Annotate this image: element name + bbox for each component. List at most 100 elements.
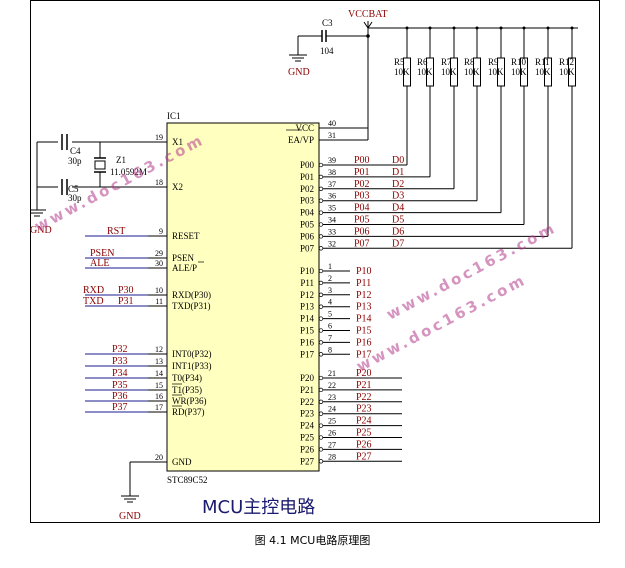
right-pin-number: 2 <box>328 274 332 283</box>
right-pin-number: 21 <box>328 369 336 378</box>
net-p31: P31 <box>118 296 134 307</box>
port1-net-label: P16 <box>356 337 372 348</box>
pin-dot <box>318 375 324 381</box>
pin-dot <box>318 246 324 251</box>
net-rst: RST <box>107 226 125 237</box>
pin-dot <box>318 304 324 309</box>
pin-dot <box>318 222 324 227</box>
pin-dot <box>318 198 324 203</box>
port0-net-label: P04 <box>354 203 370 214</box>
resistor-ref: R12 <box>559 57 574 67</box>
right-pin-name: P01 <box>300 172 314 182</box>
port1-net-label: P10 <box>356 266 372 277</box>
port2-net-label: P20 <box>356 368 372 379</box>
right-pin-number: 23 <box>328 393 336 402</box>
left-pin-name: RESET <box>172 231 200 241</box>
pin-dot <box>318 423 324 428</box>
port2-net-label: P21 <box>356 380 372 391</box>
net-p3x: P35 <box>112 380 128 391</box>
left-pin-name: X1 <box>172 137 183 147</box>
port1-net-label: P12 <box>356 290 372 301</box>
right-pin-number: 34 <box>328 216 336 225</box>
right-pin-name: P24 <box>300 421 315 431</box>
left-pin-name: WR(P36) <box>172 396 207 406</box>
pin-dot <box>318 234 324 239</box>
port0-data-label: D5 <box>392 215 404 226</box>
resistor-ref: R7 <box>441 57 452 67</box>
port0-data-label: D3 <box>392 191 404 202</box>
port1-net-label: P13 <box>356 302 372 313</box>
net-p3x: P34 <box>112 368 128 379</box>
port0-net-label: P07 <box>354 238 370 249</box>
net-ale: ALE <box>90 258 109 269</box>
resistor-value: 10K <box>394 67 410 77</box>
pin-dot <box>318 411 324 416</box>
net-rxd: RXD <box>83 285 104 296</box>
figure-caption: 图 4.1 MCU电路原理图 <box>254 534 371 547</box>
right-pin-name: EA/VP <box>288 135 314 145</box>
right-pin-number: 39 <box>328 156 336 165</box>
port1-net-label: P17 <box>356 349 372 360</box>
left-pin-number: 18 <box>155 178 163 187</box>
port2-net-label: P24 <box>356 416 372 427</box>
pin-dot <box>318 280 324 286</box>
pin-dot <box>318 292 324 297</box>
right-pin-name: P03 <box>300 196 315 206</box>
schematic-title: MCU主控电路 <box>202 497 315 518</box>
net-p3x: P37 <box>112 402 128 413</box>
port1-net-label: P14 <box>356 314 372 325</box>
resistor-value: 10K <box>441 67 457 77</box>
right-pin-number: 35 <box>328 204 336 213</box>
right-pin-name: P06 <box>300 231 315 241</box>
port0-net-label: P03 <box>354 191 370 202</box>
pin-dot <box>318 186 324 191</box>
left-pin-number: 17 <box>155 403 163 412</box>
pin-dot <box>318 174 324 180</box>
pin-dot <box>318 387 324 393</box>
right-pin-name: P17 <box>300 349 315 359</box>
vcc-label: VCCBAT <box>348 9 387 20</box>
port2-net-label: P23 <box>356 404 372 415</box>
rail-junction <box>522 26 526 30</box>
port0-net-label: P00 <box>354 155 370 166</box>
left-pin-number: 12 <box>155 345 163 354</box>
right-pin-number: 24 <box>328 405 336 414</box>
rail-junction <box>570 26 574 30</box>
right-pin-number: 8 <box>328 345 332 354</box>
right-pin-name: P11 <box>300 278 314 288</box>
rail-junction <box>428 26 432 30</box>
right-pin-number: 40 <box>328 119 336 128</box>
pin-dot <box>318 162 324 168</box>
left-pin-name: RXD(P30) <box>172 290 211 300</box>
left-pin-name: X2 <box>172 182 183 192</box>
left-pin-name: INT1(P33) <box>172 361 212 371</box>
left-pin-number: 16 <box>155 392 163 401</box>
right-pin-name: P12 <box>300 290 314 300</box>
right-pin-name: VCC <box>295 123 314 133</box>
right-pin-name: P13 <box>300 302 315 312</box>
c4-capacitor <box>58 134 72 150</box>
gnd-left-symbol <box>30 209 46 217</box>
right-pin-name: P20 <box>300 373 315 383</box>
right-pin-name: P23 <box>300 409 315 419</box>
port2-net-label: P22 <box>356 392 372 403</box>
left-pin-name: ALE/P <box>172 263 197 273</box>
right-pin-number: 25 <box>328 417 336 426</box>
right-pin-number: 31 <box>328 131 336 140</box>
z1-ref: Z1 <box>116 155 126 165</box>
gnd-bottom-symbol <box>121 495 139 503</box>
port0-net-label: P01 <box>354 167 370 178</box>
resistor-ref: R10 <box>511 57 527 67</box>
right-pin-name: P00 <box>300 160 315 170</box>
net-p3x: P33 <box>112 356 128 367</box>
pin-dot <box>318 268 324 274</box>
port0-net-label: P06 <box>354 226 370 237</box>
right-pin-number: 27 <box>328 440 336 449</box>
left-pin-number: 14 <box>155 369 163 378</box>
right-pin-number: 7 <box>328 333 332 342</box>
